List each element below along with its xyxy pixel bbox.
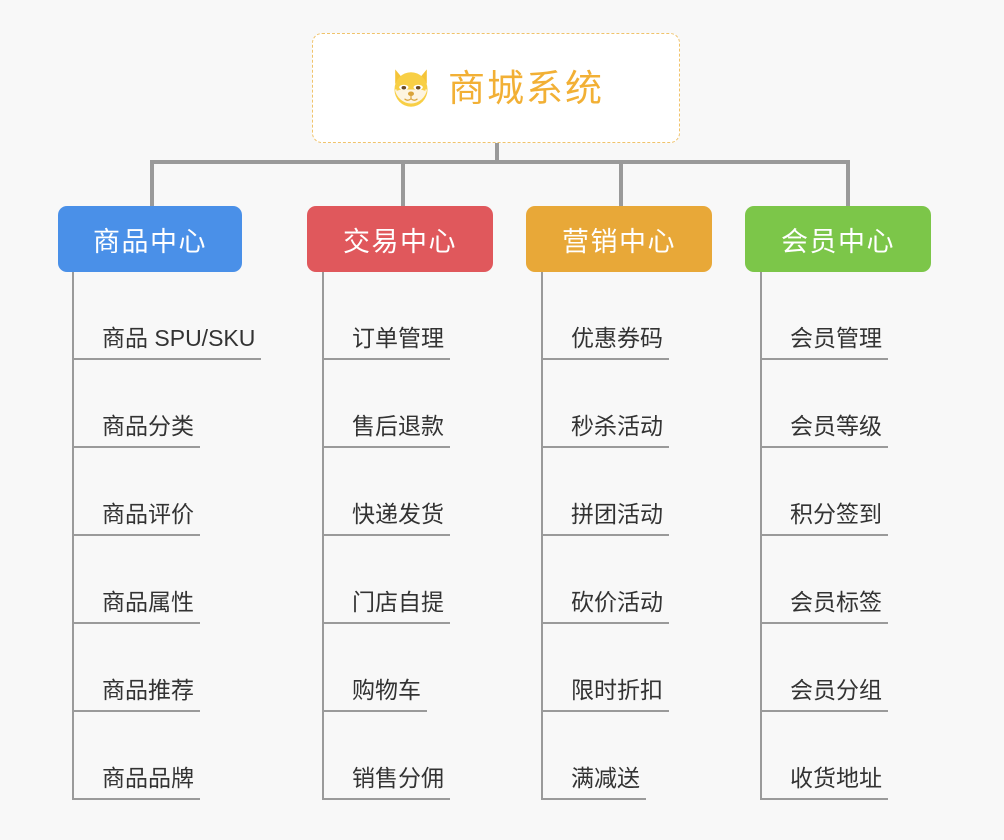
leaf-label: 门店自提 (322, 589, 450, 624)
leaf-label: 快递发货 (322, 501, 450, 536)
leaf-item[interactable]: 门店自提 (322, 536, 450, 624)
leaf-item[interactable]: 秒杀活动 (541, 360, 669, 448)
leaf-spine (541, 272, 543, 800)
leaf-item[interactable]: 商品推荐 (72, 624, 200, 712)
leaf-label: 商品分类 (72, 413, 200, 448)
category-label: 交易中心 (343, 226, 457, 257)
leaf-item[interactable]: 限时折扣 (541, 624, 669, 712)
leaf-item[interactable]: 快递发货 (322, 448, 450, 536)
leaf-label: 商品评价 (72, 501, 200, 536)
shiba-dog-face-icon (388, 65, 434, 111)
leaf-label: 会员标签 (760, 589, 888, 624)
leaf-label: 限时折扣 (541, 677, 669, 712)
leaf-label: 会员等级 (760, 413, 888, 448)
leaf-label: 优惠券码 (541, 325, 669, 360)
leaf-label: 售后退款 (322, 413, 450, 448)
root-title: 商城系统 (448, 67, 604, 109)
leaf-item[interactable]: 商品品牌 (72, 712, 200, 800)
leaf-label: 秒杀活动 (541, 413, 669, 448)
category-header-1[interactable]: 商品中心 (58, 206, 242, 272)
category-header-2[interactable]: 交易中心 (307, 206, 493, 272)
leaf-item[interactable]: 会员分组 (760, 624, 888, 712)
leaf-item[interactable]: 商品 SPU/SKU (72, 272, 262, 360)
leaf-spine (760, 272, 762, 800)
leaf-item[interactable]: 砍价活动 (541, 536, 669, 624)
connector-drop-3 (619, 160, 623, 206)
leaf-item[interactable]: 会员等级 (760, 360, 888, 448)
leaf-label: 销售分佣 (322, 765, 450, 800)
leaf-item[interactable]: 满减送 (541, 712, 646, 800)
category-header-4[interactable]: 会员中心 (745, 206, 931, 272)
leaf-item[interactable]: 商品分类 (72, 360, 200, 448)
leaf-item[interactable]: 销售分佣 (322, 712, 450, 800)
leaf-item[interactable]: 商品属性 (72, 536, 200, 624)
leaf-label: 拼团活动 (541, 501, 669, 536)
connector-drop-4 (846, 160, 850, 206)
leaf-item[interactable]: 收货地址 (760, 712, 888, 800)
root-node[interactable]: 商城系统 (312, 33, 680, 143)
connector-horizontal-bar (150, 160, 850, 164)
leaf-label: 商品品牌 (72, 765, 200, 800)
leaf-label: 商品 SPU/SKU (72, 325, 262, 360)
connector-drop-1 (150, 160, 154, 206)
category-label: 会员中心 (781, 226, 895, 257)
category-label: 商品中心 (93, 226, 207, 257)
leaf-item[interactable]: 售后退款 (322, 360, 450, 448)
leaf-label: 会员管理 (760, 325, 888, 360)
connector-root-stem (495, 143, 499, 163)
leaf-spine (322, 272, 324, 800)
leaf-item[interactable]: 会员标签 (760, 536, 888, 624)
leaf-item[interactable]: 积分签到 (760, 448, 888, 536)
connector-drop-2 (401, 160, 405, 206)
leaf-label: 商品推荐 (72, 677, 200, 712)
leaf-item[interactable]: 商品评价 (72, 448, 200, 536)
leaf-label: 购物车 (322, 677, 427, 712)
leaf-spine (72, 272, 74, 800)
leaf-label: 满减送 (541, 765, 646, 800)
leaf-item[interactable]: 购物车 (322, 624, 427, 712)
leaf-label: 砍价活动 (541, 589, 669, 624)
leaf-label: 订单管理 (322, 325, 450, 360)
leaf-item[interactable]: 拼团活动 (541, 448, 669, 536)
leaf-item[interactable]: 订单管理 (322, 272, 450, 360)
leaf-label: 收货地址 (760, 765, 888, 800)
leaf-item[interactable]: 优惠券码 (541, 272, 669, 360)
category-label: 营销中心 (562, 226, 676, 257)
leaf-label: 会员分组 (760, 677, 888, 712)
leaf-label: 积分签到 (760, 501, 888, 536)
leaf-item[interactable]: 会员管理 (760, 272, 888, 360)
leaf-label: 商品属性 (72, 589, 200, 624)
category-header-3[interactable]: 营销中心 (526, 206, 712, 272)
